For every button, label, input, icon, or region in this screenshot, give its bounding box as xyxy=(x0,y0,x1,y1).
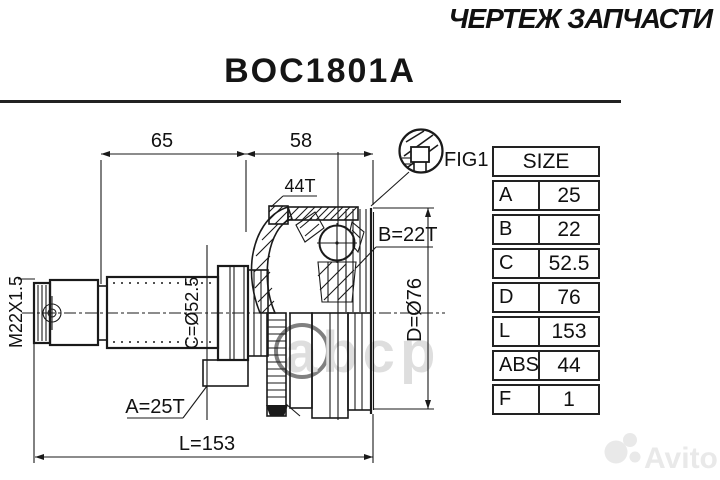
dimension-65: 65 xyxy=(100,130,247,284)
inner-spline-label: B=22T xyxy=(378,224,437,246)
row-label: B xyxy=(494,216,540,243)
row-value: 76 xyxy=(557,285,581,309)
row-label: A xyxy=(494,182,540,209)
dimension-l: L=153 xyxy=(33,343,374,463)
row-label: C xyxy=(494,250,540,277)
row-value: 153 xyxy=(551,319,587,343)
header-divider xyxy=(0,100,621,103)
boot-clamp-ladder xyxy=(266,312,288,417)
avito-logo-bubble xyxy=(629,451,641,463)
row-value: 25 xyxy=(557,183,581,207)
row-value: 1 xyxy=(563,387,575,411)
dia-c-label: C=Ø52.5 xyxy=(182,277,202,350)
length-label: L=153 xyxy=(179,433,235,455)
watermark-ring xyxy=(274,323,330,379)
snap-ring-flange xyxy=(202,264,250,387)
watermark-text: abcp xyxy=(285,320,440,385)
row-label: ABS xyxy=(494,352,540,379)
row-value: 52.5 xyxy=(548,251,590,275)
avito-logo-bubble xyxy=(604,440,628,464)
dia-d-label: D=Ø76 xyxy=(404,278,426,342)
boot-section xyxy=(285,312,372,419)
table-row: F 1 xyxy=(492,384,600,415)
size-table-title: SIZE xyxy=(522,149,570,173)
callout-a25t: A=25T xyxy=(125,385,208,419)
dimension-c: C=Ø52.5 xyxy=(182,245,208,420)
callout-b22t: B=22T xyxy=(355,224,437,269)
avito-logo-bubble xyxy=(623,433,637,447)
callout-44t: 44T xyxy=(270,176,317,208)
fig1-icon xyxy=(370,128,444,207)
row-label: D xyxy=(494,284,540,311)
table-row: C 52.5 xyxy=(492,248,600,279)
fig1-label: FIG1 xyxy=(444,149,488,171)
center-mark-icon xyxy=(42,296,62,330)
watermark-corner: Avito xyxy=(604,433,718,475)
row-value: 22 xyxy=(557,217,581,241)
dimension-d: D=Ø76 xyxy=(373,207,434,410)
table-row: A 25 xyxy=(492,180,600,211)
thread-label: M22X1.5 xyxy=(6,276,26,348)
table-row: L 153 xyxy=(492,316,600,347)
row-label: F xyxy=(494,386,540,413)
table-row: B 22 xyxy=(492,214,600,245)
page-title: ЧЕРТЕЖ ЗАПЧАСТИ xyxy=(448,3,713,34)
size-table: SIZE A 25 B 22 C 52.5 D 76 L 153 ABS 44 … xyxy=(492,146,600,418)
watermark-center: abcp xyxy=(274,320,440,385)
dimension-58: 58 xyxy=(246,130,374,205)
table-row: ABS 44 xyxy=(492,350,600,381)
row-value: 44 xyxy=(557,353,581,377)
avito-watermark-text: Avito xyxy=(644,442,718,475)
outer-spline-label: A=25T xyxy=(125,396,184,418)
dim-58-label: 58 xyxy=(290,130,312,152)
dim-65-label: 65 xyxy=(151,130,173,152)
size-table-header: SIZE xyxy=(492,146,600,177)
abs-teeth-label: 44T xyxy=(284,176,315,196)
part-number: BOC1801A xyxy=(224,52,416,90)
row-label: L xyxy=(494,318,540,345)
table-row: D 76 xyxy=(492,282,600,313)
